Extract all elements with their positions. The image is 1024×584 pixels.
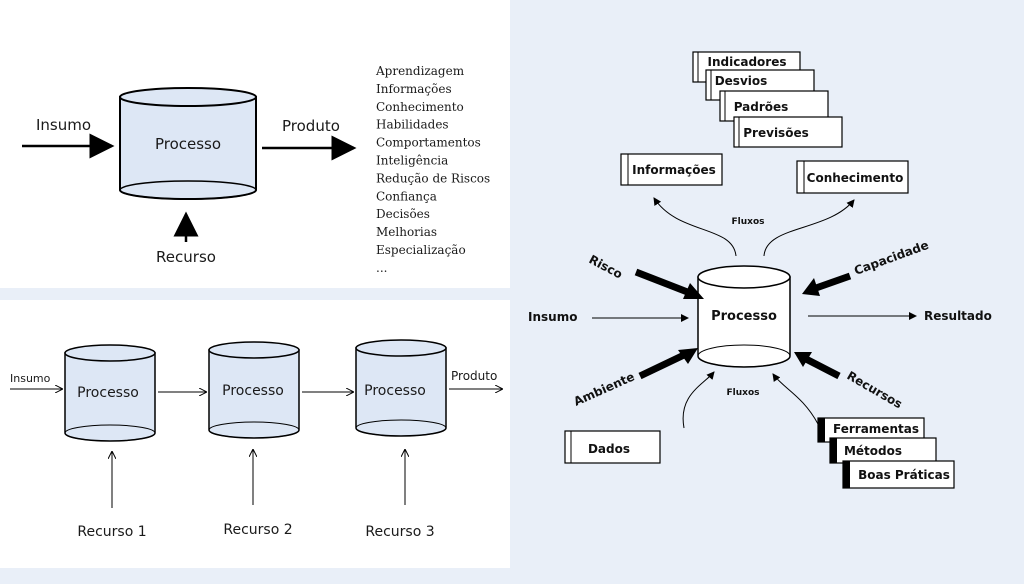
chain-insumo-label: Insumo [10, 372, 51, 385]
output-item: Informações [376, 82, 452, 96]
desvios-label: Desvios [715, 74, 768, 88]
card-boas-praticas: Boas Práticas [842, 460, 955, 489]
output-item: Conhecimento [376, 100, 464, 114]
metodos-label: Métodos [844, 444, 902, 458]
fluxos-top-label: Fluxos [732, 217, 765, 227]
complex-process-panel: Indicadores Desvios Padrões Previsões [518, 0, 1024, 584]
chain-recurso-label-3: Recurso 3 [365, 524, 434, 540]
capacidade-arrow [802, 272, 852, 296]
dados-label: Dados [588, 442, 630, 456]
process-label: Processo [155, 135, 221, 153]
capacidade-label: Capacidade [852, 238, 930, 278]
output-item: Confiança [376, 189, 437, 203]
recursos-arrow [794, 352, 841, 380]
indicators-stack: Indicadores Desvios Padrões Previsões [692, 51, 843, 148]
complex-insumo-label: Insumo [528, 310, 577, 324]
chain-process-label-1: Processo [77, 385, 139, 401]
chain-cylinder-1 [64, 344, 156, 442]
card-dados: Dados [564, 430, 661, 464]
output-item: ... [376, 261, 387, 275]
produto-label: Produto [282, 117, 340, 135]
fluxos-bottom-label: Fluxos [727, 388, 760, 398]
card-previsoes: Previsões [733, 116, 843, 148]
central-process-cylinder [697, 265, 791, 368]
output-item: Melhorias [376, 225, 437, 239]
output-item: Comportamentos [376, 136, 481, 150]
output-item: Aprendizagem [375, 64, 465, 78]
insumo-label: Insumo [36, 116, 91, 134]
informacoes-label: Informações [632, 163, 716, 177]
boas-praticas-label: Boas Práticas [858, 468, 950, 482]
ambiente-label: Ambiente [572, 369, 637, 408]
ferramentas-label: Ferramentas [833, 422, 919, 436]
card-padroes: Padrões [719, 90, 829, 122]
ambiente-arrow [638, 348, 698, 380]
chain-cylinder-2 [208, 341, 300, 439]
risco-label: Risco [587, 252, 625, 281]
chain-process-label-2: Processo [222, 383, 284, 399]
output-item: Habilidades [376, 118, 449, 132]
card-conhecimento: Conhecimento [796, 160, 909, 194]
chain-produto-label: Produto [451, 369, 497, 383]
chain-recurso-label-2: Recurso 2 [223, 522, 292, 538]
chain-process-diagram: Processo Processo Processo Insumo Produt… [10, 339, 510, 540]
central-process-label: Processo [711, 309, 777, 324]
recurso-label: Recurso [156, 248, 216, 266]
risco-arrow [634, 268, 704, 299]
resultado-label: Resultado [924, 309, 992, 323]
output-item: Redução de Riscos [376, 171, 490, 185]
indicadores-label: Indicadores [708, 55, 787, 69]
conhecimento-label: Conhecimento [807, 171, 904, 185]
padroes-label: Padrões [734, 100, 789, 114]
flow-from-dados [682, 371, 715, 429]
outputs-list: AprendizagemInformaçõesConhecimentoHabil… [375, 64, 490, 275]
output-item: Especialização [376, 243, 466, 257]
chain-process-panel: Processo Processo Processo Insumo Produt… [0, 300, 510, 568]
tools-stack: Ferramentas Métodos Boas Práticas [817, 417, 955, 489]
chain-process-label-3: Processo [364, 383, 426, 399]
process-cylinder [119, 87, 257, 200]
card-metodos: Métodos [829, 437, 937, 464]
complex-process-diagram: Indicadores Desvios Padrões Previsões [528, 51, 992, 489]
flow-to-informacoes [653, 197, 737, 257]
output-item: Inteligência [376, 154, 448, 168]
simple-process-diagram: Processo Insumo Produto Recurso Aprendiz… [22, 64, 490, 275]
flow-to-conhecimento [763, 199, 855, 257]
flow-from-ferramentas [772, 373, 819, 425]
chain-cylinder-3 [355, 339, 447, 437]
card-informacoes: Informações [620, 153, 723, 186]
recursos-label: Recursos [845, 368, 905, 411]
output-item: Decisões [376, 207, 430, 221]
chain-recurso-label-1: Recurso 1 [77, 524, 146, 540]
previsoes-label: Previsões [743, 126, 808, 140]
simple-process-panel: Processo Insumo Produto Recurso Aprendiz… [0, 0, 510, 288]
